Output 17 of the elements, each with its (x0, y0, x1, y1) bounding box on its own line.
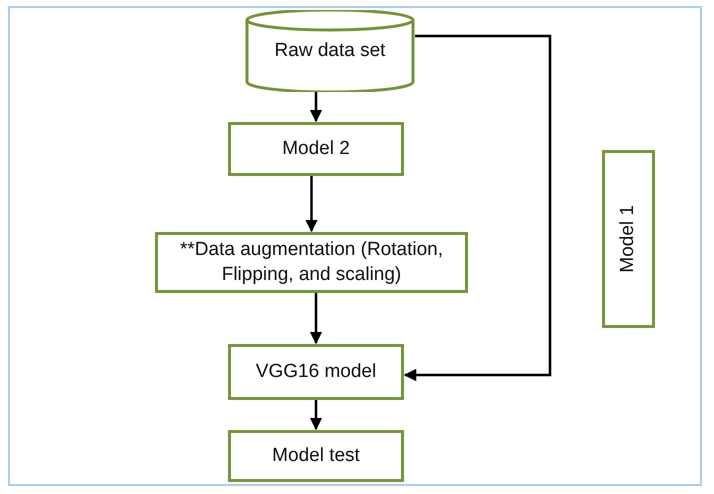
database-cylinder (245, 10, 415, 92)
arrow (310, 400, 322, 430)
arrow (310, 92, 322, 122)
node-label: Model test (272, 444, 360, 468)
process-box (228, 122, 404, 176)
node-label: Model 2 (282, 136, 350, 161)
node-label: VGG16 model (256, 360, 376, 384)
process-box (155, 232, 468, 293)
arrow (404, 34, 552, 382)
arrow (310, 293, 322, 344)
process-box (602, 150, 655, 328)
node-label: Raw data set (274, 38, 386, 63)
node-label: **Data augmentation (Rotation, Flipping, and scaling) (179, 238, 444, 286)
process-box (228, 344, 404, 400)
process-box (228, 430, 404, 482)
arrow (305, 176, 318, 232)
node-label: Model 1 (616, 205, 640, 273)
